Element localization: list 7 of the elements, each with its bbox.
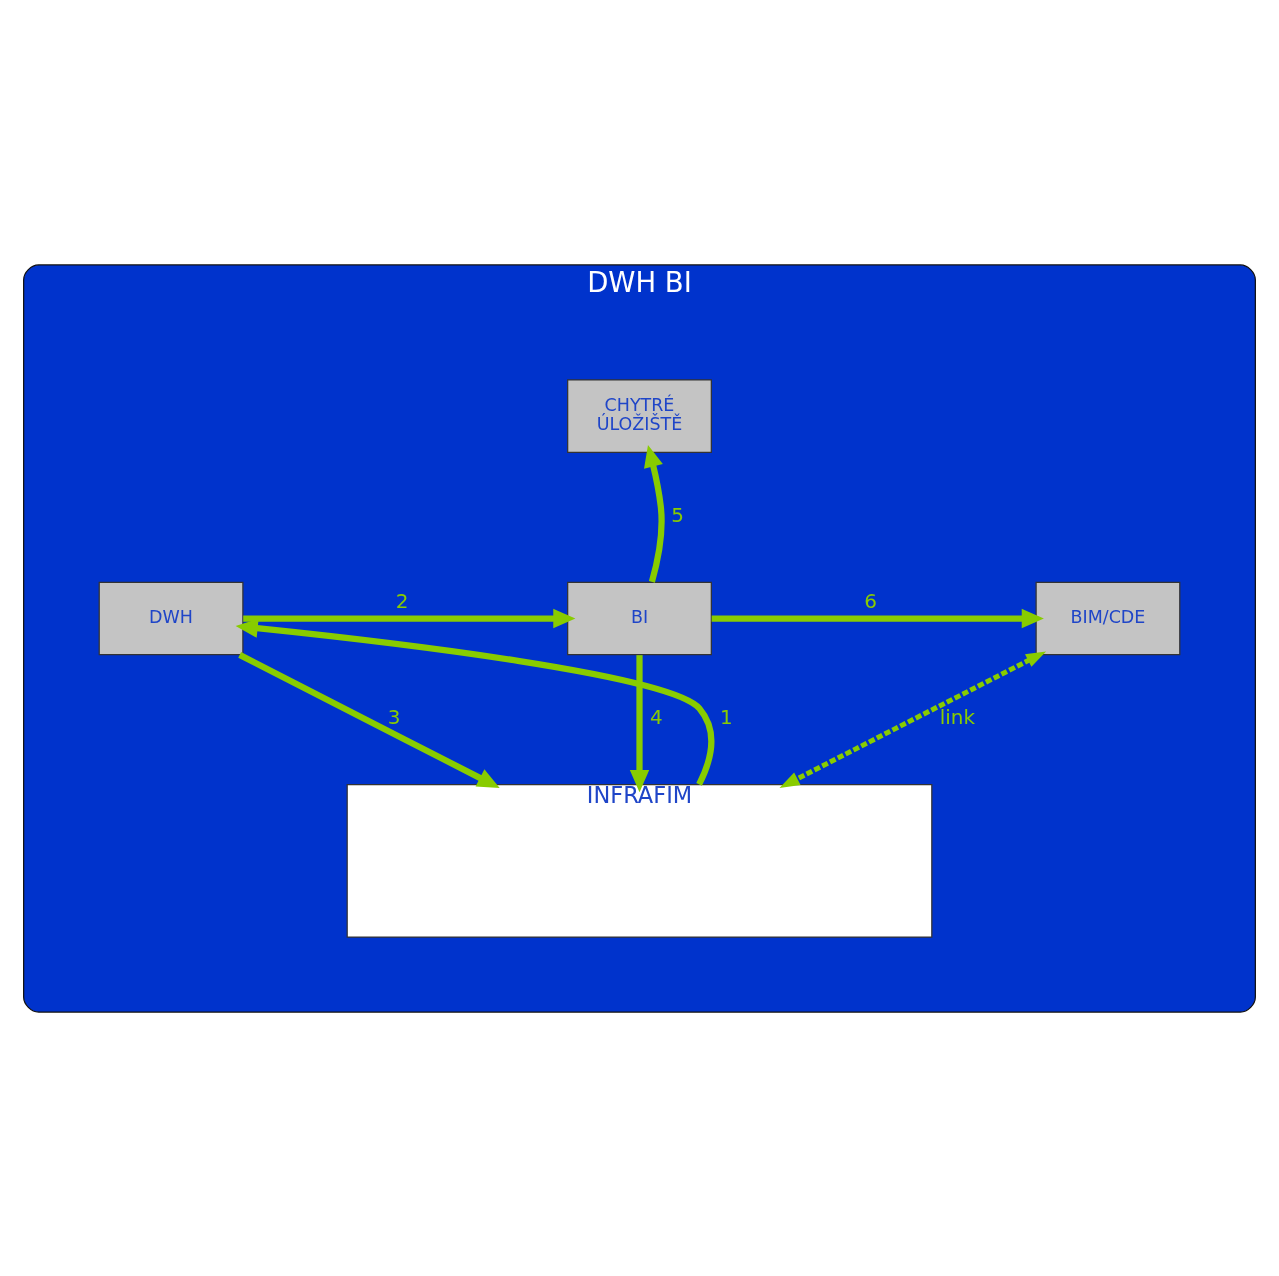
edge-label: 6 — [864, 588, 877, 613]
edge-label: 5 — [671, 502, 684, 527]
edge-label: 1 — [719, 704, 733, 729]
edge-label: 3 — [387, 704, 401, 729]
edge-label: 2 — [395, 588, 409, 613]
edge-label: link — [939, 704, 976, 729]
edge-label: 4 — [649, 704, 663, 729]
